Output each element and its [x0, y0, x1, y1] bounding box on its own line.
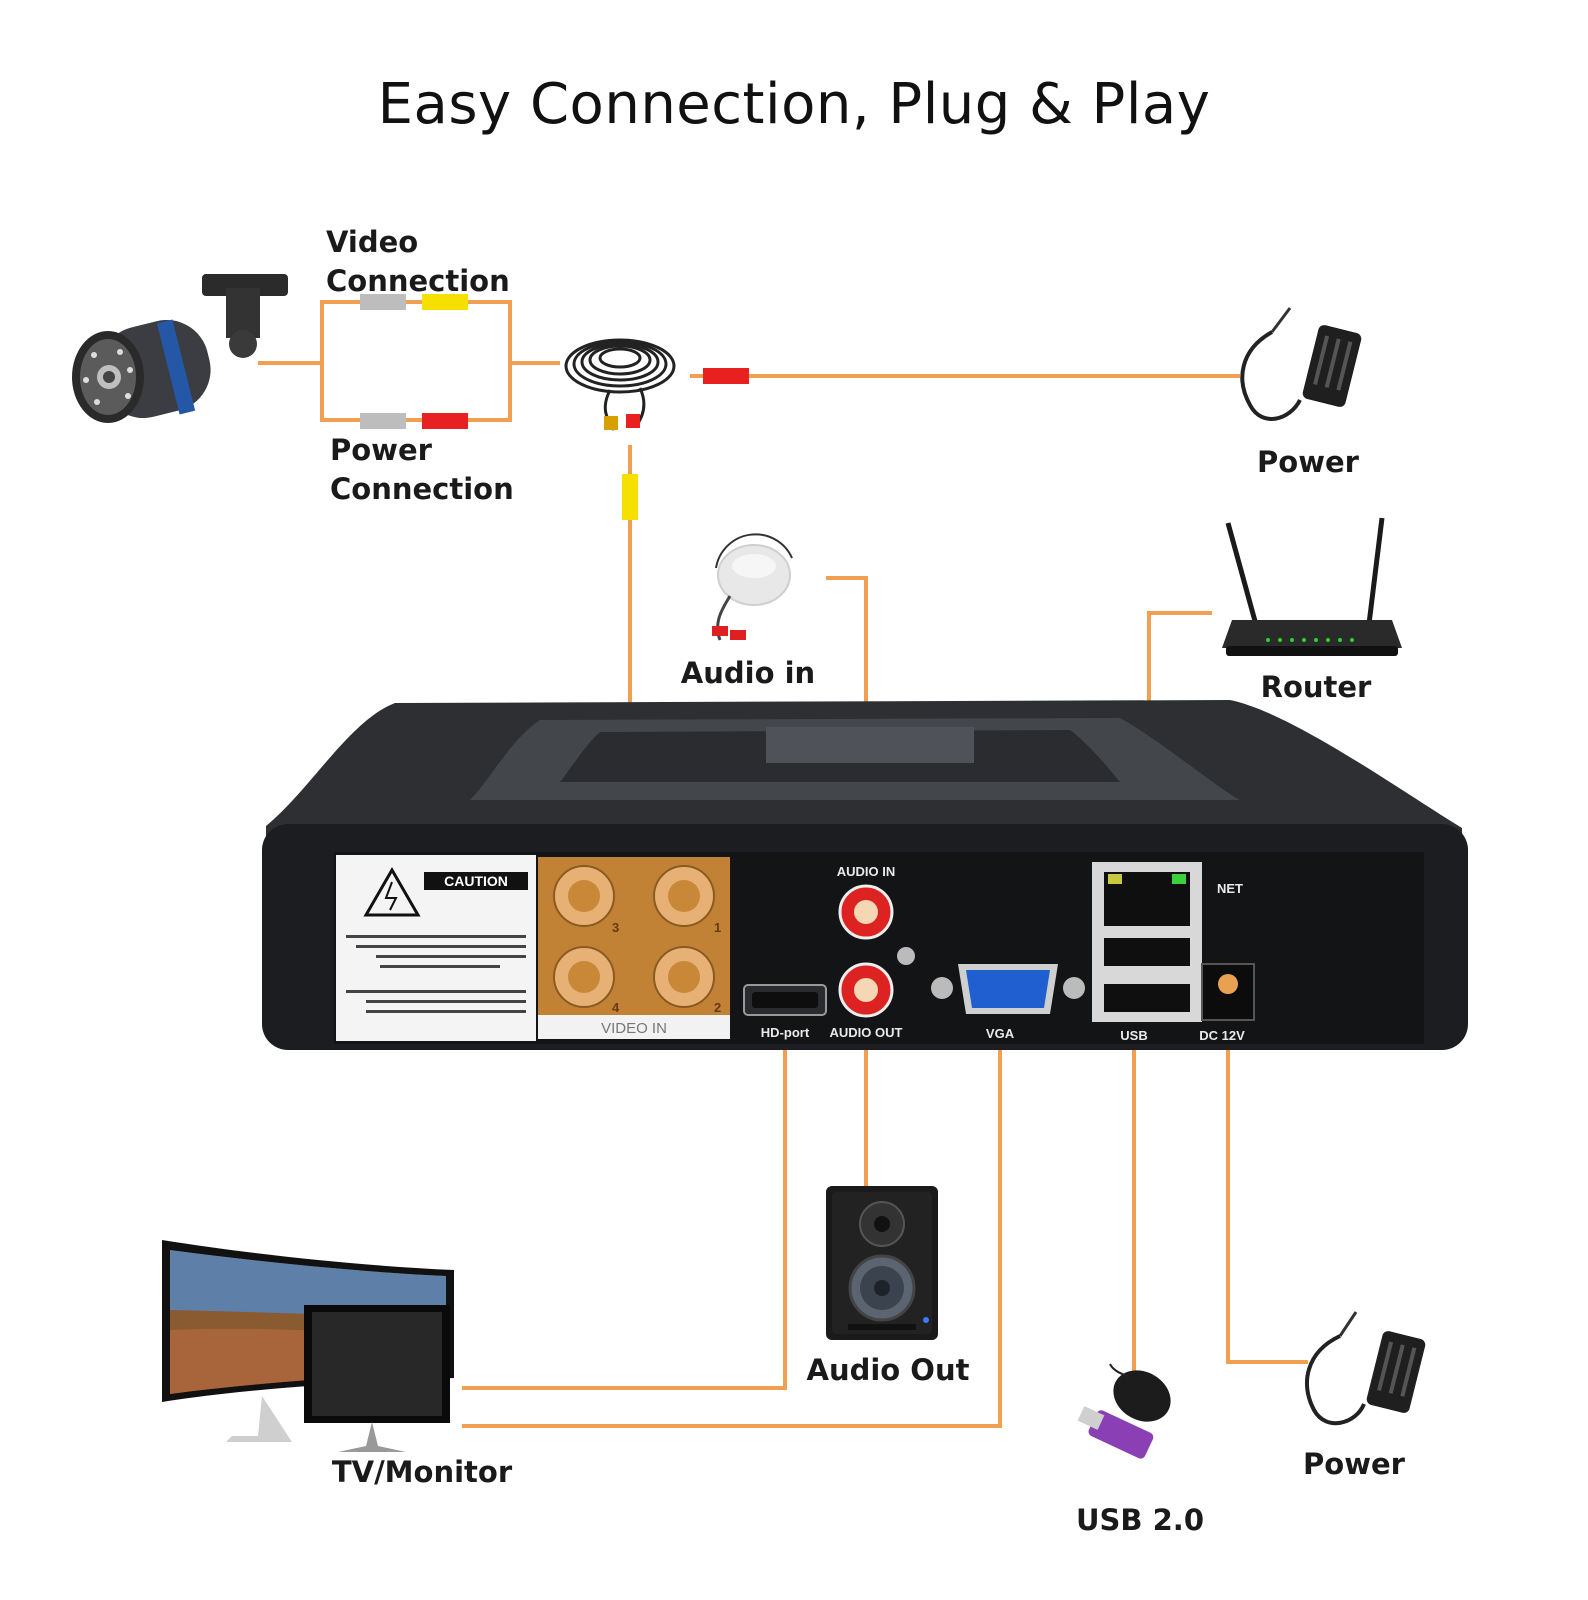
power-plug-red: [422, 413, 468, 429]
hdmi-wire: [462, 990, 787, 1390]
audio-in-label: Audio in: [681, 656, 815, 690]
usb-port-label: USB: [1120, 1028, 1147, 1043]
video-connection-wire: [320, 300, 512, 363]
cable-icon: [564, 338, 676, 431]
hd-port[interactable]: HD-port: [743, 984, 827, 1040]
power-bottom-label: Power: [1303, 1447, 1406, 1481]
usb-label: USB 2.0: [1076, 1503, 1204, 1537]
video-plug-yellow-2: [622, 474, 638, 520]
power-adapter-icon: [1240, 307, 1362, 421]
speaker-icon: [826, 1186, 938, 1340]
audio-in-port[interactable]: AUDIO IN: [837, 864, 896, 940]
vga-port[interactable]: VGA: [931, 964, 1085, 1041]
router-label: Router: [1261, 670, 1372, 704]
microphone-icon: [712, 533, 793, 641]
power-top-label: Power: [1257, 445, 1360, 479]
power-plug-gray: [360, 413, 406, 429]
channel-2: 2: [714, 1000, 721, 1015]
page-title: Easy Connection, Plug & Play: [377, 72, 1211, 137]
mouse-icon: [1109, 1363, 1171, 1422]
dc-port[interactable]: DC 12V: [1199, 963, 1255, 1043]
power-connection-wire: [320, 363, 512, 422]
channel-1: 1: [714, 920, 721, 935]
usb-drive-icon: [1077, 1406, 1154, 1459]
caution-label: CAUTION: [336, 855, 536, 1041]
power-plug-red-2: [703, 368, 749, 384]
audio-out-port[interactable]: AUDIO OUT: [830, 962, 903, 1040]
net-label: NET: [1217, 881, 1243, 896]
channel-4: 4: [612, 1000, 620, 1015]
video-connection-label-2: Connection: [326, 264, 510, 298]
power-adapter-icon-2: [1305, 1311, 1426, 1426]
router-icon: [1222, 517, 1402, 656]
tv-monitor-label: TV/Monitor: [332, 1455, 513, 1489]
power-connection-label-1: Power: [330, 433, 433, 467]
audio-in-port-label: AUDIO IN: [837, 864, 896, 879]
dc-label: DC 12V: [1199, 1028, 1245, 1043]
ground-screw-icon: [897, 947, 915, 965]
audio-out-label: Audio Out: [807, 1353, 970, 1387]
camera-icon: [72, 274, 288, 423]
audio-out-port-label: AUDIO OUT: [830, 1025, 903, 1040]
video-in-label: VIDEO IN: [601, 1020, 667, 1037]
video-in-ports[interactable]: 3 1 4 2 VIDEO IN: [538, 857, 730, 1039]
video-plug-yellow: [422, 294, 468, 310]
channel-3: 3: [612, 920, 619, 935]
monitor-icon: [162, 1240, 454, 1452]
caution-text: CAUTION: [444, 873, 508, 889]
hd-port-label: HD-port: [761, 1025, 810, 1040]
video-plug-gray: [360, 294, 406, 310]
vga-label: VGA: [986, 1026, 1015, 1041]
video-connection-label-1: Video: [326, 225, 418, 259]
power-connection-label-2: Connection: [330, 472, 514, 506]
dc-power-wire: [1226, 984, 1308, 1364]
net-usb-ports[interactable]: NET USB: [1092, 862, 1243, 1043]
vga-wire: [462, 990, 1002, 1428]
